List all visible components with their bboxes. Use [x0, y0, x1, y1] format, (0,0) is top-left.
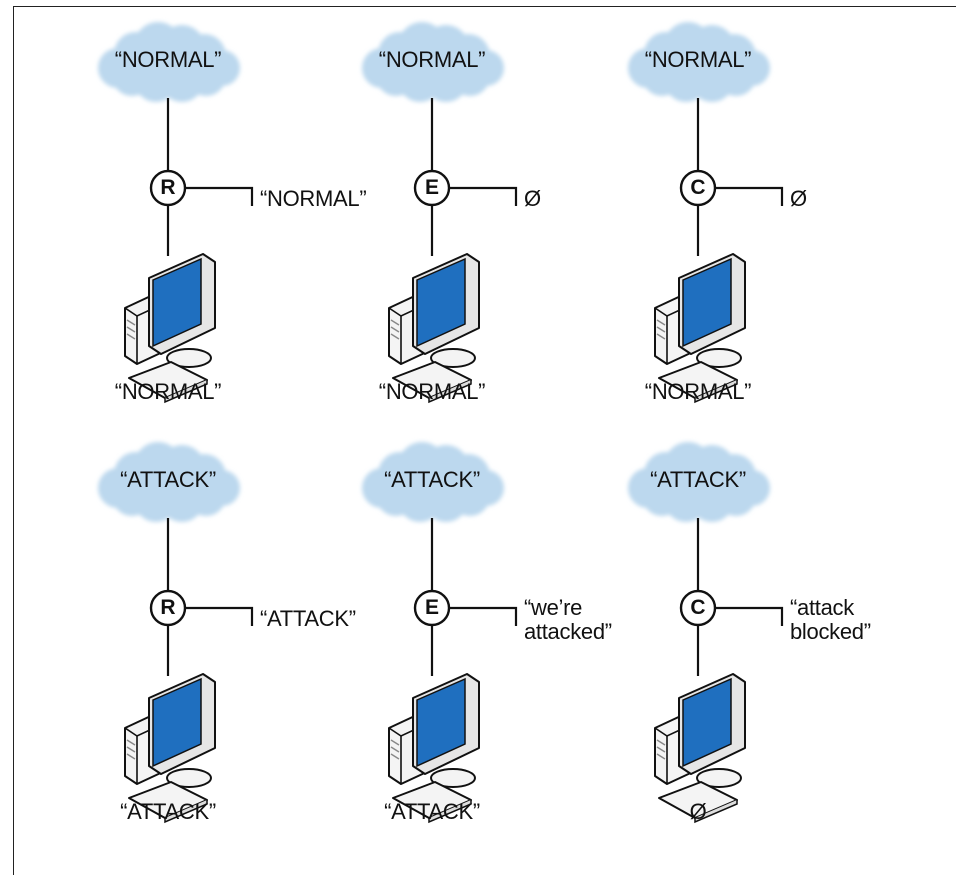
output-line [186, 606, 254, 626]
node-circle [413, 169, 451, 207]
computer-icon [654, 253, 746, 404]
host-label: “ATTACK” [120, 799, 216, 824]
cloud-icon [362, 22, 504, 102]
output-line [186, 186, 254, 206]
panel-4 [98, 442, 254, 824]
output-label: “attack blocked” [790, 595, 871, 644]
computer-icon [124, 673, 216, 824]
node-letter: E [424, 596, 439, 619]
computer-icon [388, 253, 480, 404]
output-line [716, 606, 784, 626]
output-line [450, 186, 518, 206]
output-label: “NORMAL” [260, 186, 367, 211]
panel-2 [362, 22, 518, 404]
cloud-icon [628, 442, 770, 522]
node-letter: R [160, 176, 176, 199]
computer-icon [388, 673, 480, 824]
computer-icon [654, 673, 746, 824]
output-line [450, 606, 518, 626]
cloud-label: “NORMAL” [644, 47, 752, 72]
cloud-label: “NORMAL” [378, 47, 486, 72]
node-circle [679, 589, 717, 627]
host-label: Ø [689, 799, 707, 824]
host-label: “NORMAL” [378, 379, 486, 404]
node-circle [149, 589, 187, 627]
cloud-label: “ATTACK” [120, 467, 216, 492]
node-circle [413, 589, 451, 627]
cloud-icon [98, 442, 240, 522]
node-circle [679, 169, 717, 207]
panel-3 [628, 22, 784, 404]
output-label: “we’re attacked” [524, 595, 612, 644]
output-line [716, 186, 784, 206]
cloud-label: “NORMAL” [114, 47, 222, 72]
cloud-icon [98, 22, 240, 102]
output-label: “ATTACK” [260, 606, 356, 631]
node-letter: E [424, 176, 439, 199]
host-label: “NORMAL” [644, 379, 752, 404]
output-label: Ø [790, 186, 807, 211]
frame-border-left [13, 6, 14, 875]
node-circle [149, 169, 187, 207]
panel-1 [98, 22, 254, 404]
output-label: Ø [524, 186, 541, 211]
node-letter: C [690, 596, 706, 619]
node-letter: C [690, 176, 706, 199]
panel-6 [628, 442, 784, 824]
cloud-label: “ATTACK” [384, 467, 480, 492]
host-label: “ATTACK” [384, 799, 480, 824]
cloud-label: “ATTACK” [650, 467, 746, 492]
panel-5 [362, 442, 518, 824]
host-label: “NORMAL” [114, 379, 222, 404]
cloud-icon [362, 442, 504, 522]
frame-border-top [13, 6, 956, 7]
cloud-icon [628, 22, 770, 102]
node-letter: R [160, 596, 176, 619]
computer-icon [124, 253, 216, 404]
